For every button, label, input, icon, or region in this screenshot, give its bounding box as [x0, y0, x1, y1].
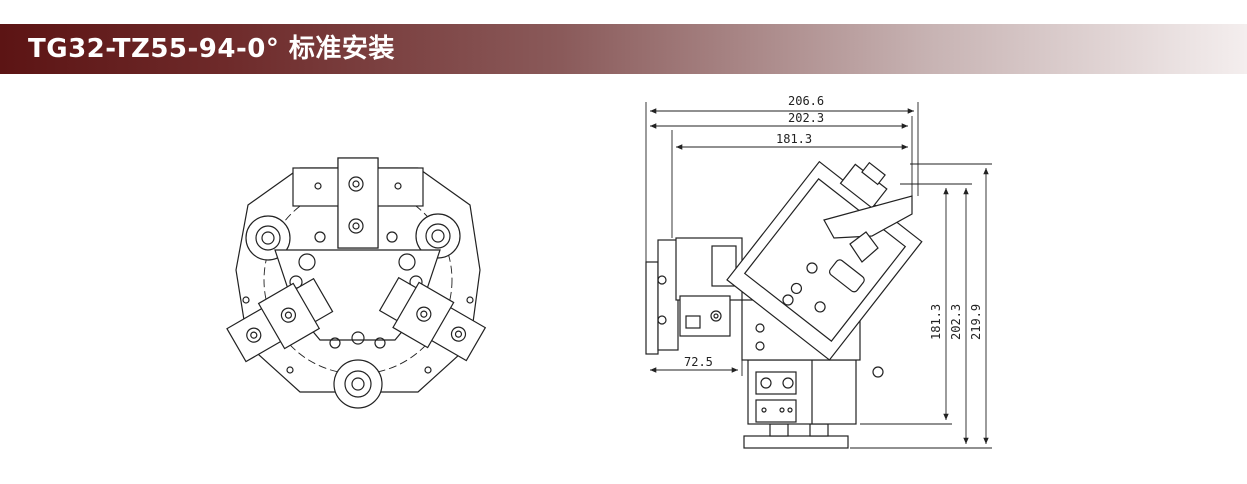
- header-band: [0, 24, 1247, 74]
- left-dimension: [650, 300, 743, 376]
- dim-202-3-right: 202.3: [949, 304, 963, 340]
- dim-181-3-top: 181.3: [776, 132, 812, 146]
- side-view: [645, 160, 923, 449]
- front-body-outline: [235, 167, 481, 393]
- right-dimensions: [850, 163, 992, 449]
- dim-202-3-top: 202.3: [788, 111, 824, 125]
- dim-181-3-right: 181.3: [929, 304, 943, 340]
- front-view: [226, 157, 487, 409]
- page-title: TG32-TZ55-94-0° 标准安装: [28, 34, 395, 64]
- dim-72-5: 72.5: [684, 355, 713, 369]
- dim-219-9: 219.9: [969, 304, 983, 340]
- top-dimensions: [645, 102, 919, 266]
- dim-206-6: 206.6: [788, 94, 824, 108]
